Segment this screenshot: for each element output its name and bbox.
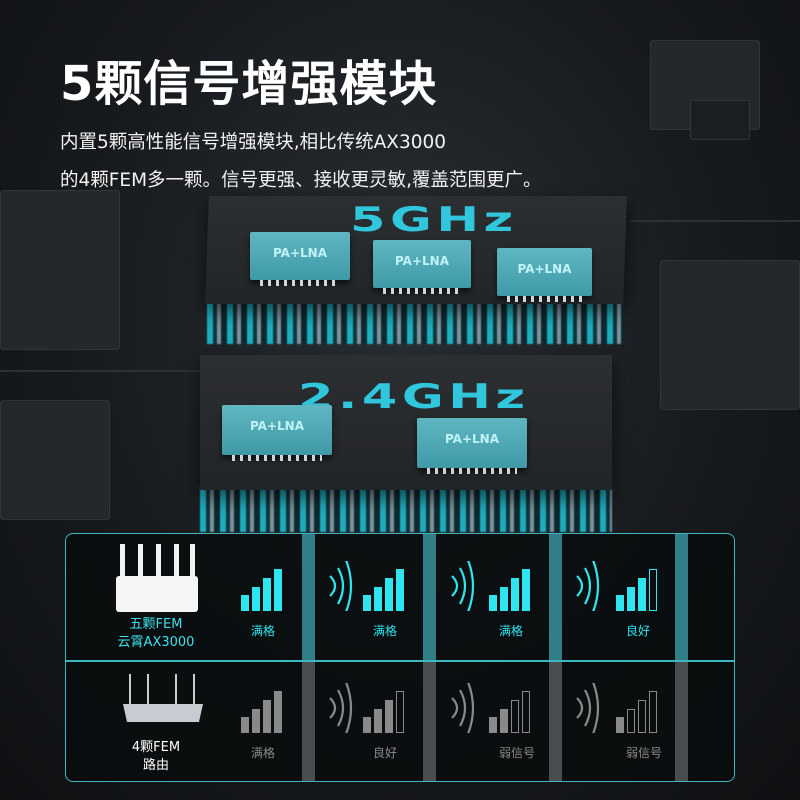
column-divider [302, 662, 315, 781]
signal-bar [500, 587, 508, 611]
signal-bar [500, 709, 508, 733]
signal-wave-icon [576, 683, 600, 733]
chip-5g-2: PA+LNA [373, 240, 471, 294]
band-24g-label: 2.4GHz [298, 377, 530, 417]
signal-strength-icon [363, 691, 404, 733]
circuit-decoration [690, 100, 750, 140]
chip-5g-3: PA+LNA [497, 248, 592, 302]
column-divider [675, 534, 688, 660]
circuit-trace [630, 220, 800, 222]
signal-strength-icon [241, 569, 282, 611]
circuit-trace [0, 370, 200, 372]
signal-label: 弱信号 [626, 746, 663, 760]
signal-bar [363, 717, 371, 733]
chip-24g-2: PA+LNA [417, 418, 527, 474]
signal-label: 良好 [373, 746, 398, 760]
signal-bar [252, 587, 260, 611]
description-line-1: 内置5颗高性能信号增强模块,相比传统AX3000 [60, 132, 447, 153]
signal-bar [616, 595, 624, 611]
signal-bar [638, 578, 646, 611]
signal-strength-icon [616, 569, 657, 611]
circuit-decoration [0, 190, 120, 350]
signal-bar [511, 700, 519, 733]
signal-bar [252, 709, 260, 733]
signal-bar [638, 700, 646, 733]
chip-label: PA+LNA [249, 419, 304, 433]
board-5g-glow [207, 300, 625, 344]
signal-bar [274, 691, 282, 733]
signal-strength-icon [489, 691, 530, 733]
signal-bar [274, 569, 282, 611]
signal-wave-icon [576, 561, 600, 611]
chip-label: PA+LNA [394, 254, 449, 268]
signal-bar [241, 717, 249, 733]
signal-bar [649, 691, 657, 733]
signal-label: 满格 [499, 624, 524, 638]
signal-bar [241, 595, 249, 611]
chip-label: PA+LNA [444, 432, 499, 446]
signal-wave-icon [329, 683, 353, 733]
signal-bar [522, 691, 530, 733]
chip-label: PA+LNA [272, 246, 327, 260]
chip-label: PA+LNA [517, 262, 572, 276]
signal-label: 满格 [251, 624, 276, 638]
column-divider [302, 534, 315, 660]
signal-bar [627, 587, 635, 611]
board-24g-glow [200, 486, 612, 532]
row-divider [66, 660, 734, 662]
circuit-decoration [660, 260, 800, 410]
signal-wave-icon [451, 683, 475, 733]
signal-strength-icon [241, 691, 282, 733]
signal-strength-icon [616, 691, 657, 733]
signal-bar [511, 578, 519, 611]
signal-bar [489, 717, 497, 733]
signal-bar [616, 717, 624, 733]
headline: 5颗信号增强模块 [60, 56, 438, 112]
signal-bar [385, 700, 393, 733]
signal-bar [396, 691, 404, 733]
router-4fem-image [123, 674, 203, 722]
column-divider [423, 662, 436, 781]
signal-bar [489, 595, 497, 611]
chip-5g-1: PA+LNA [250, 232, 350, 286]
signal-bar [522, 569, 530, 611]
signal-strength-icon [363, 569, 404, 611]
band-5g-label: 5GHz [350, 200, 518, 240]
column-divider [549, 662, 562, 781]
signal-bar [385, 578, 393, 611]
signal-wave-icon [451, 561, 475, 611]
circuit-decoration [0, 400, 110, 520]
column-divider [675, 662, 688, 781]
column-divider [549, 534, 562, 660]
signal-bar [627, 709, 635, 733]
signal-bar [374, 709, 382, 733]
chip-24g-1: PA+LNA [222, 405, 332, 461]
signal-bar [374, 587, 382, 611]
column-divider [423, 534, 436, 660]
description-line-2: 的4颗FEM多一颗。信号更强、接收更灵敏,覆盖范围更广。 [60, 170, 542, 191]
signal-bar [263, 578, 271, 611]
signal-bar [649, 569, 657, 611]
router-ax3000-image [116, 544, 198, 612]
signal-bar [396, 569, 404, 611]
signal-label: 弱信号 [499, 746, 536, 760]
signal-label: 满格 [373, 624, 398, 638]
signal-strength-icon [489, 569, 530, 611]
signal-bar [263, 700, 271, 733]
signal-bar [363, 595, 371, 611]
signal-wave-icon [329, 561, 353, 611]
signal-label: 良好 [626, 624, 651, 638]
signal-label: 满格 [251, 746, 276, 760]
